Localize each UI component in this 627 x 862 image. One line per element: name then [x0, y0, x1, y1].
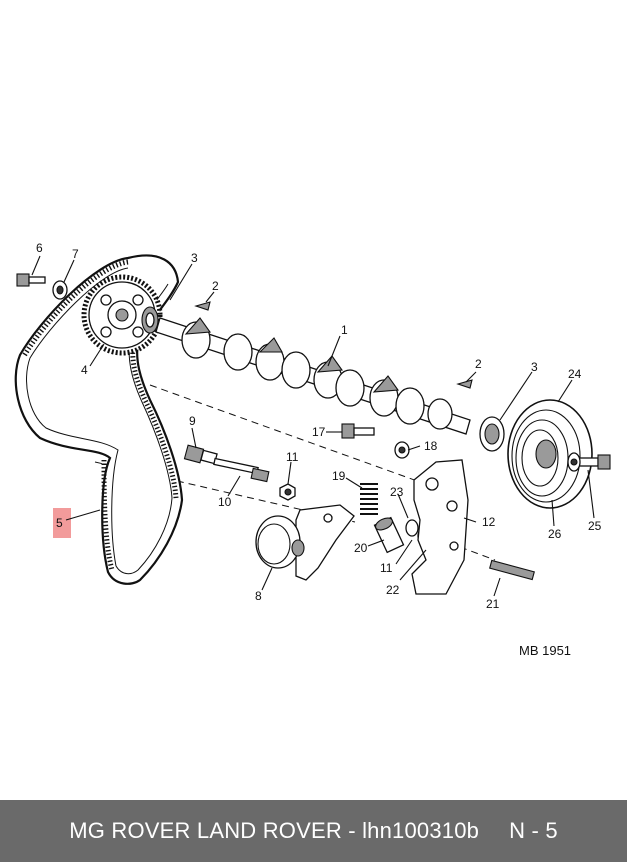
drive-pulley — [507, 399, 593, 509]
tensioner-spring — [360, 483, 378, 515]
bracket-bolt — [341, 423, 375, 439]
tensioner-spacer — [373, 516, 405, 554]
callout-21: 21 — [486, 597, 500, 611]
woodruff-key — [456, 379, 473, 389]
tensioner-nut — [279, 483, 296, 501]
bracket-stud — [489, 559, 535, 581]
pulley-bolt — [16, 273, 46, 287]
callout-11: 11 — [286, 450, 299, 464]
drawing-reference: MB 1951 — [519, 643, 571, 658]
callout-19: 19 — [332, 469, 346, 483]
footer-part-number: MG ROVER LAND ROVER - lhn100310b — [69, 818, 480, 843]
tensioner-pin — [183, 444, 218, 465]
alignment-line — [459, 546, 496, 561]
callout-23: 23 — [390, 485, 404, 499]
bracket-washer — [394, 441, 410, 459]
callout-9: 9 — [189, 414, 196, 428]
belt-tensioner — [255, 504, 355, 581]
camshaft-oil-seal — [141, 306, 159, 334]
tensioner-bracket — [411, 459, 469, 595]
callout-11: 11 — [380, 561, 393, 575]
callout-2: 2 — [475, 357, 482, 371]
pulley-centre-washer — [567, 452, 581, 472]
pulley-centre-bolt — [569, 454, 611, 470]
callout-20: 20 — [354, 541, 368, 555]
highlight-marker — [53, 508, 71, 538]
pulley-washer — [52, 280, 68, 300]
callout-17: 17 — [312, 425, 326, 439]
callouts: 1 2 2 3 3 4 5 6 7 8 9 10 11 11 12 17 18 … — [36, 241, 602, 611]
callout-6: 6 — [36, 241, 43, 255]
footer-bar: MG ROVER LAND ROVER - lhn100310b N - 5 — [0, 800, 627, 862]
callout-24: 24 — [568, 367, 582, 381]
callout-22: 22 — [386, 583, 400, 597]
callout-18: 18 — [424, 439, 438, 453]
callout-2: 2 — [212, 279, 219, 293]
callout-10: 10 — [218, 495, 232, 509]
camshaft-pulley — [81, 274, 163, 356]
callout-4: 4 — [81, 363, 88, 377]
callout-12: 12 — [482, 515, 496, 529]
camshaft — [155, 317, 471, 435]
callout-5: 5 — [56, 516, 63, 530]
callout-3: 3 — [191, 251, 198, 265]
callout-8: 8 — [255, 589, 262, 603]
exploded-parts-diagram: 1 2 2 3 3 4 5 6 7 8 9 10 11 11 12 17 18 … — [14, 241, 611, 658]
callout-3: 3 — [531, 360, 538, 374]
callout-7: 7 — [72, 247, 79, 261]
callout-25: 25 — [588, 519, 602, 533]
woodruff-key — [194, 301, 211, 311]
callout-1: 1 — [341, 323, 348, 337]
tensioner-stud — [213, 457, 270, 483]
callout-26: 26 — [548, 527, 562, 541]
leader-lines — [31, 255, 595, 597]
camshaft-rear-seal — [479, 416, 505, 452]
footer-position: N - 5 — [509, 818, 558, 843]
